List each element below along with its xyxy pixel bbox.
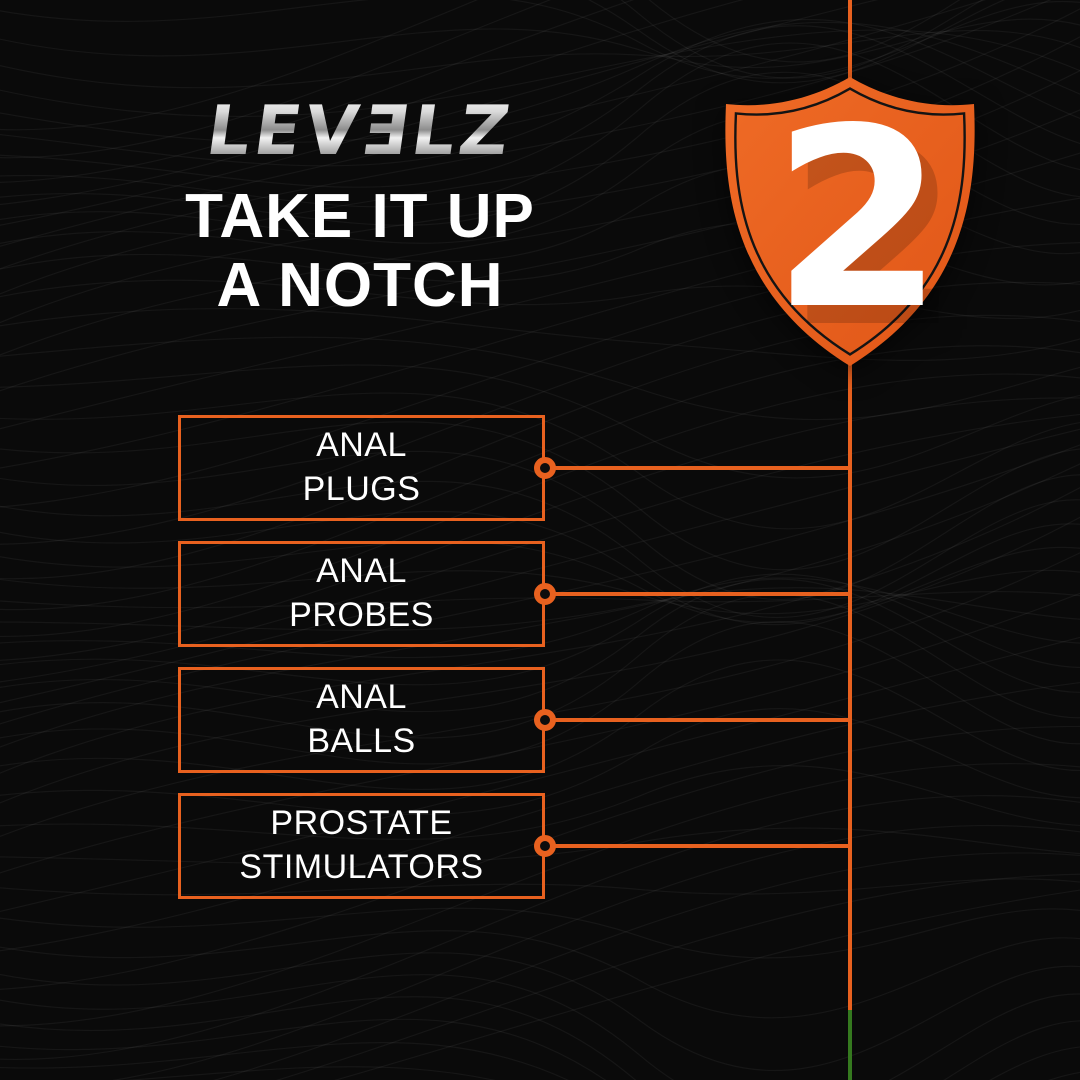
connector-line xyxy=(545,718,850,722)
tagline-line-2: A NOTCH xyxy=(216,251,504,321)
category-label-line: PLUGS xyxy=(302,470,421,508)
category-box-anal-probes: ANAL PROBES xyxy=(178,541,545,647)
connector-node xyxy=(534,709,556,731)
category-box-prostate-stimulators: PROSTATE STIMULATORS xyxy=(178,793,545,899)
level-2-shield-badge: 2 2 xyxy=(716,72,984,372)
category-label-line: ANAL xyxy=(316,552,407,591)
tagline: TAKE IT UP A NOTCH xyxy=(120,182,600,321)
category-box-anal-balls: ANAL BALLS xyxy=(178,667,545,773)
category-label-line: ANAL xyxy=(316,426,407,465)
connector-node xyxy=(534,835,556,857)
level-number-shadow: 2 xyxy=(787,94,961,382)
category-box-anal-plugs: ANAL PLUGS xyxy=(178,415,545,521)
tagline-line-1: TAKE IT UP xyxy=(185,182,535,251)
category-label-line: PROBES xyxy=(289,596,434,634)
timeline-spine-green-tip xyxy=(848,1010,852,1080)
connector-line xyxy=(545,466,850,470)
brand-logo-text: LEVƎLZ xyxy=(201,92,519,171)
brand-logo: LEVƎLZ xyxy=(144,92,575,171)
level-number: 2 xyxy=(771,76,945,364)
timeline-spine xyxy=(848,0,852,1010)
category-label-line: BALLS xyxy=(307,722,416,760)
category-label-line: STIMULATORS xyxy=(239,848,484,886)
category-label-line: PROSTATE xyxy=(270,804,453,843)
connector-line xyxy=(545,844,850,848)
shield-icon xyxy=(725,77,975,366)
connector-node xyxy=(534,457,556,479)
connector-node xyxy=(534,583,556,605)
category-label-line: ANAL xyxy=(316,678,407,717)
connector-line xyxy=(545,592,850,596)
